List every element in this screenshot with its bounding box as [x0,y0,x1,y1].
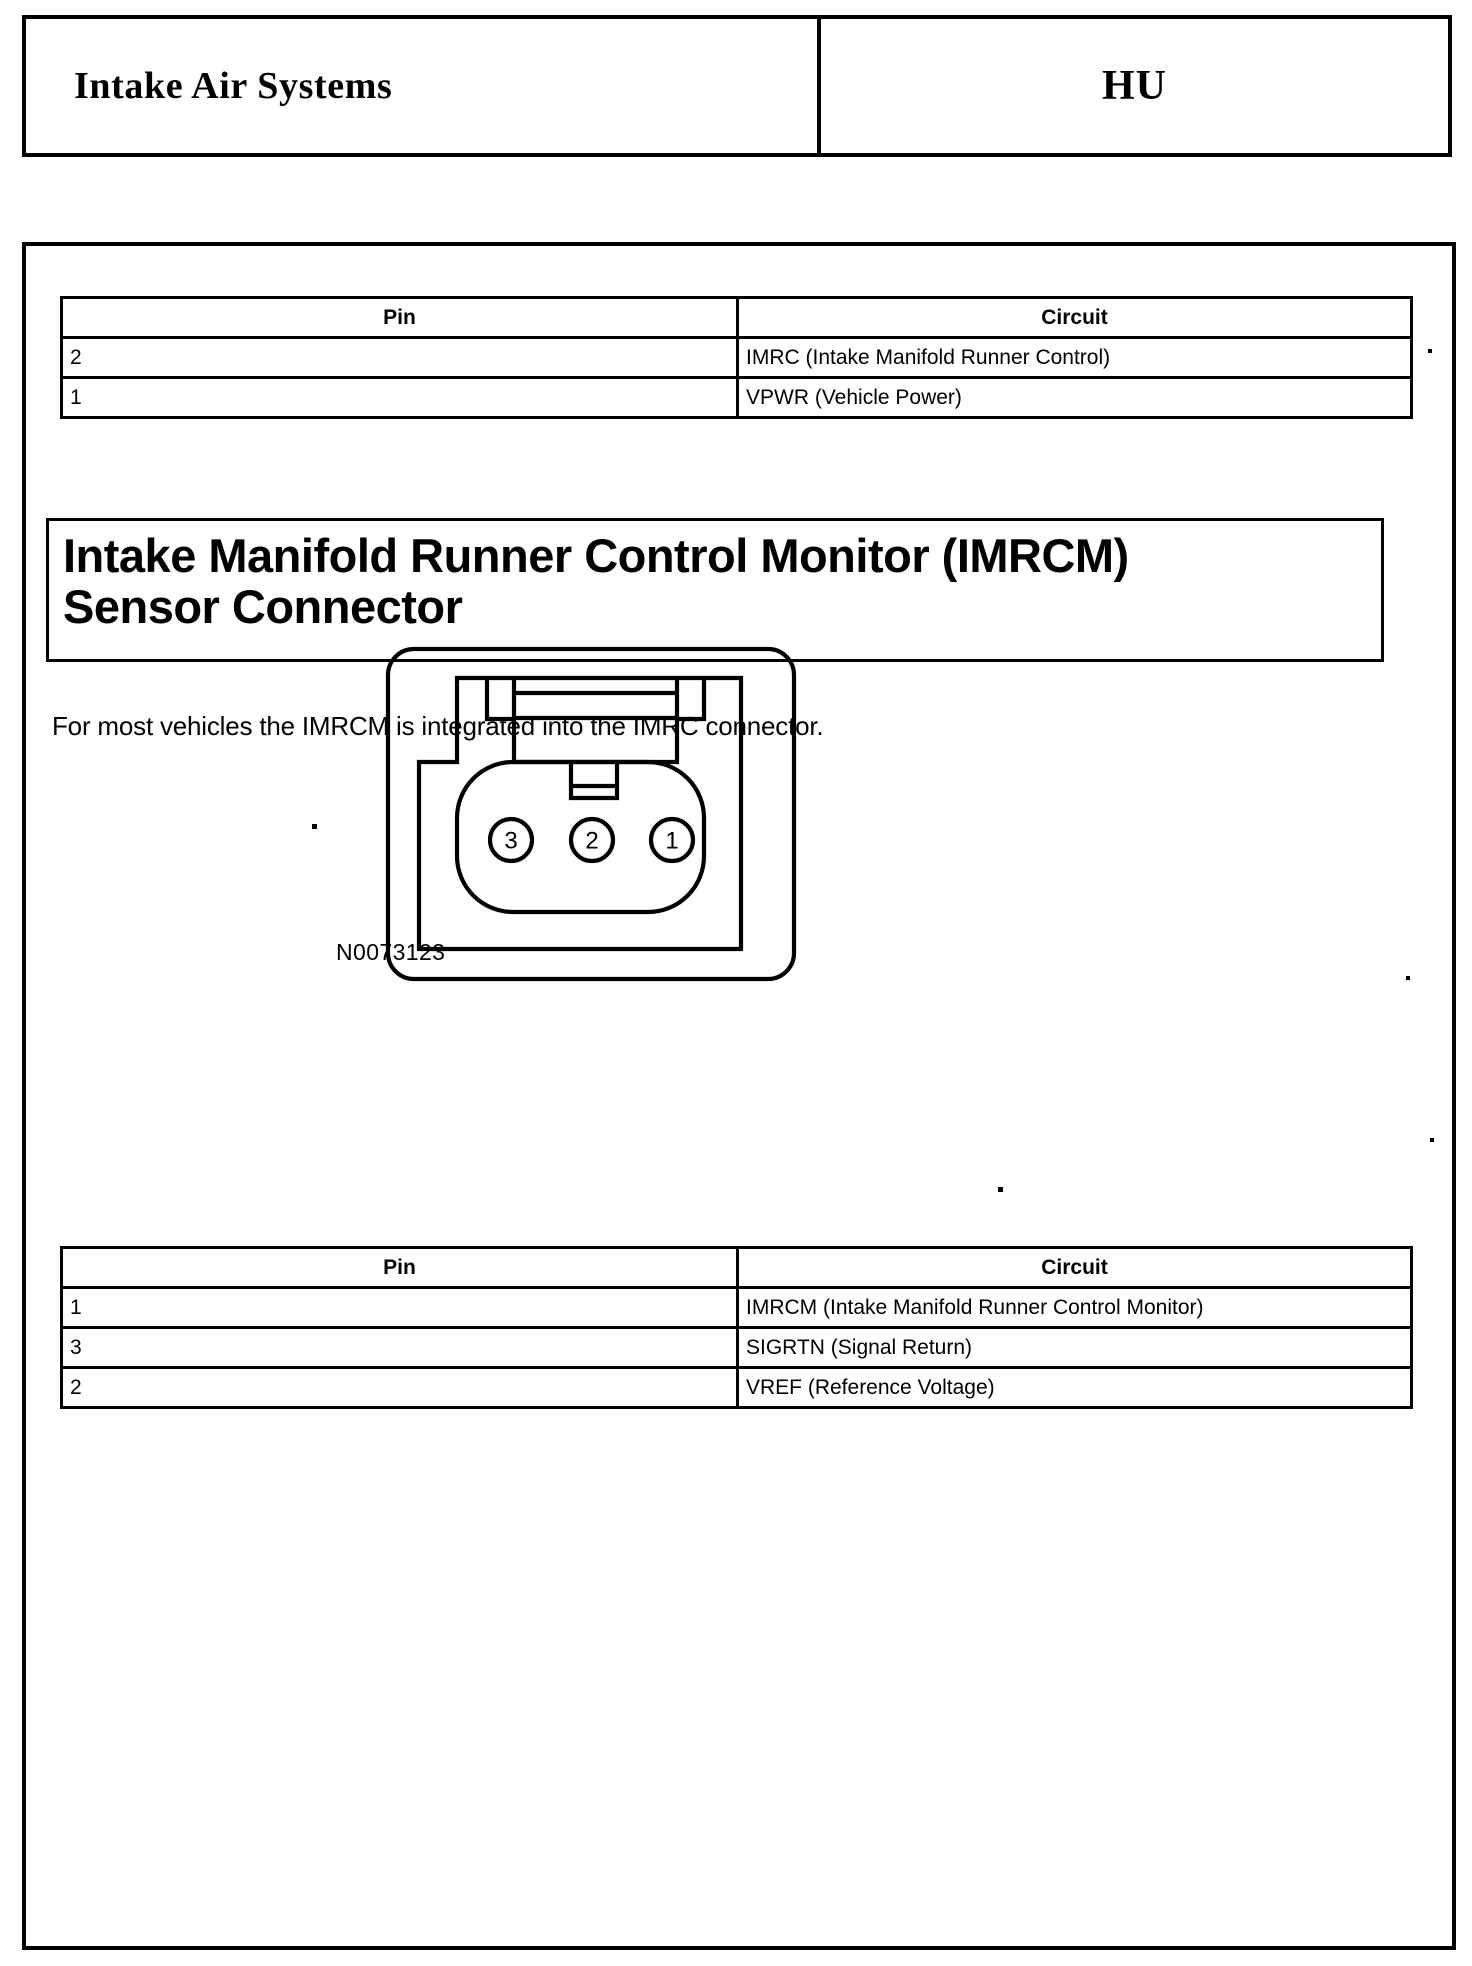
connector-pin-cavity [454,759,707,915]
table-row: 3 SIGRTN (Signal Return) [60,1326,1413,1369]
table-row: 1 IMRCM (Intake Manifold Runner Control … [60,1286,1413,1329]
header-code-cell: HU [821,19,1448,153]
cell-circuit: VREF (Reference Voltage) [736,1366,1413,1409]
content-frame: Pin Circuit 2 IMRC (Intake Manifold Runn… [22,242,1456,1950]
table-header-row: Pin Circuit [60,296,1413,339]
pin-label-3: 3 [504,828,517,855]
page-header: Intake Air Systems HU [22,15,1452,157]
section-title-line-2: Sensor Connector [63,579,463,633]
page-title: Intake Air Systems [74,65,393,107]
scan-speck [1428,349,1432,353]
scan-speck [1406,976,1410,980]
table-row: 2 IMRC (Intake Manifold Runner Control) [60,336,1413,379]
column-header-pin: Pin [60,1246,739,1289]
connector-center-tab [568,762,620,801]
connector-line-drawing: 3 2 1 [385,646,797,982]
pin-circle-1 [648,816,696,864]
cell-circuit: IMRC (Intake Manifold Runner Control) [736,336,1413,379]
connector-inner-body [416,675,744,952]
latch-left-notch [484,678,514,722]
connector-diagram: 3 2 1 [381,631,801,986]
header-title-cell: Intake Air Systems [26,19,821,153]
cell-pin: 1 [60,376,739,419]
table-row: 2 VREF (Reference Voltage) [60,1366,1413,1409]
cell-pin: 1 [60,1286,739,1329]
pin-circle-2 [568,816,616,864]
section-title-line-1: Intake Manifold Runner Control Monitor (… [63,529,1129,582]
pin-label-2: 2 [585,828,598,855]
table-row: 1 VPWR (Vehicle Power) [60,376,1413,419]
latch-right-notch [677,678,707,722]
pin-circle-3 [487,816,535,864]
figure-id-label: N0073123 [336,939,446,965]
scan-speck [998,1187,1003,1192]
column-header-circuit: Circuit [736,296,1413,339]
imrc-pin-table: Pin Circuit 2 IMRC (Intake Manifold Runn… [60,296,1413,419]
section-code-badge: HU [1102,63,1167,109]
cell-pin: 3 [60,1326,739,1369]
scan-speck [1430,1138,1434,1142]
cell-circuit: VPWR (Vehicle Power) [736,376,1413,419]
scan-speck [312,824,317,829]
cell-pin: 2 [60,336,739,379]
column-header-circuit: Circuit [736,1246,1413,1289]
cell-circuit: IMRCM (Intake Manifold Runner Control Mo… [736,1286,1413,1329]
section-title-box: Intake Manifold Runner Control Monitor (… [46,518,1384,662]
connector-outer-shell [385,646,797,982]
cell-circuit: SIGRTN (Signal Return) [736,1326,1413,1369]
section-note-text: For most vehicles the IMRCM is integrate… [52,711,824,741]
table-header-row: Pin Circuit [60,1246,1413,1289]
imrcm-pin-table: Pin Circuit 1 IMRCM (Intake Manifold Run… [60,1246,1413,1409]
pin-label-1: 1 [665,828,678,855]
column-header-pin: Pin [60,296,739,339]
cell-pin: 2 [60,1366,739,1409]
